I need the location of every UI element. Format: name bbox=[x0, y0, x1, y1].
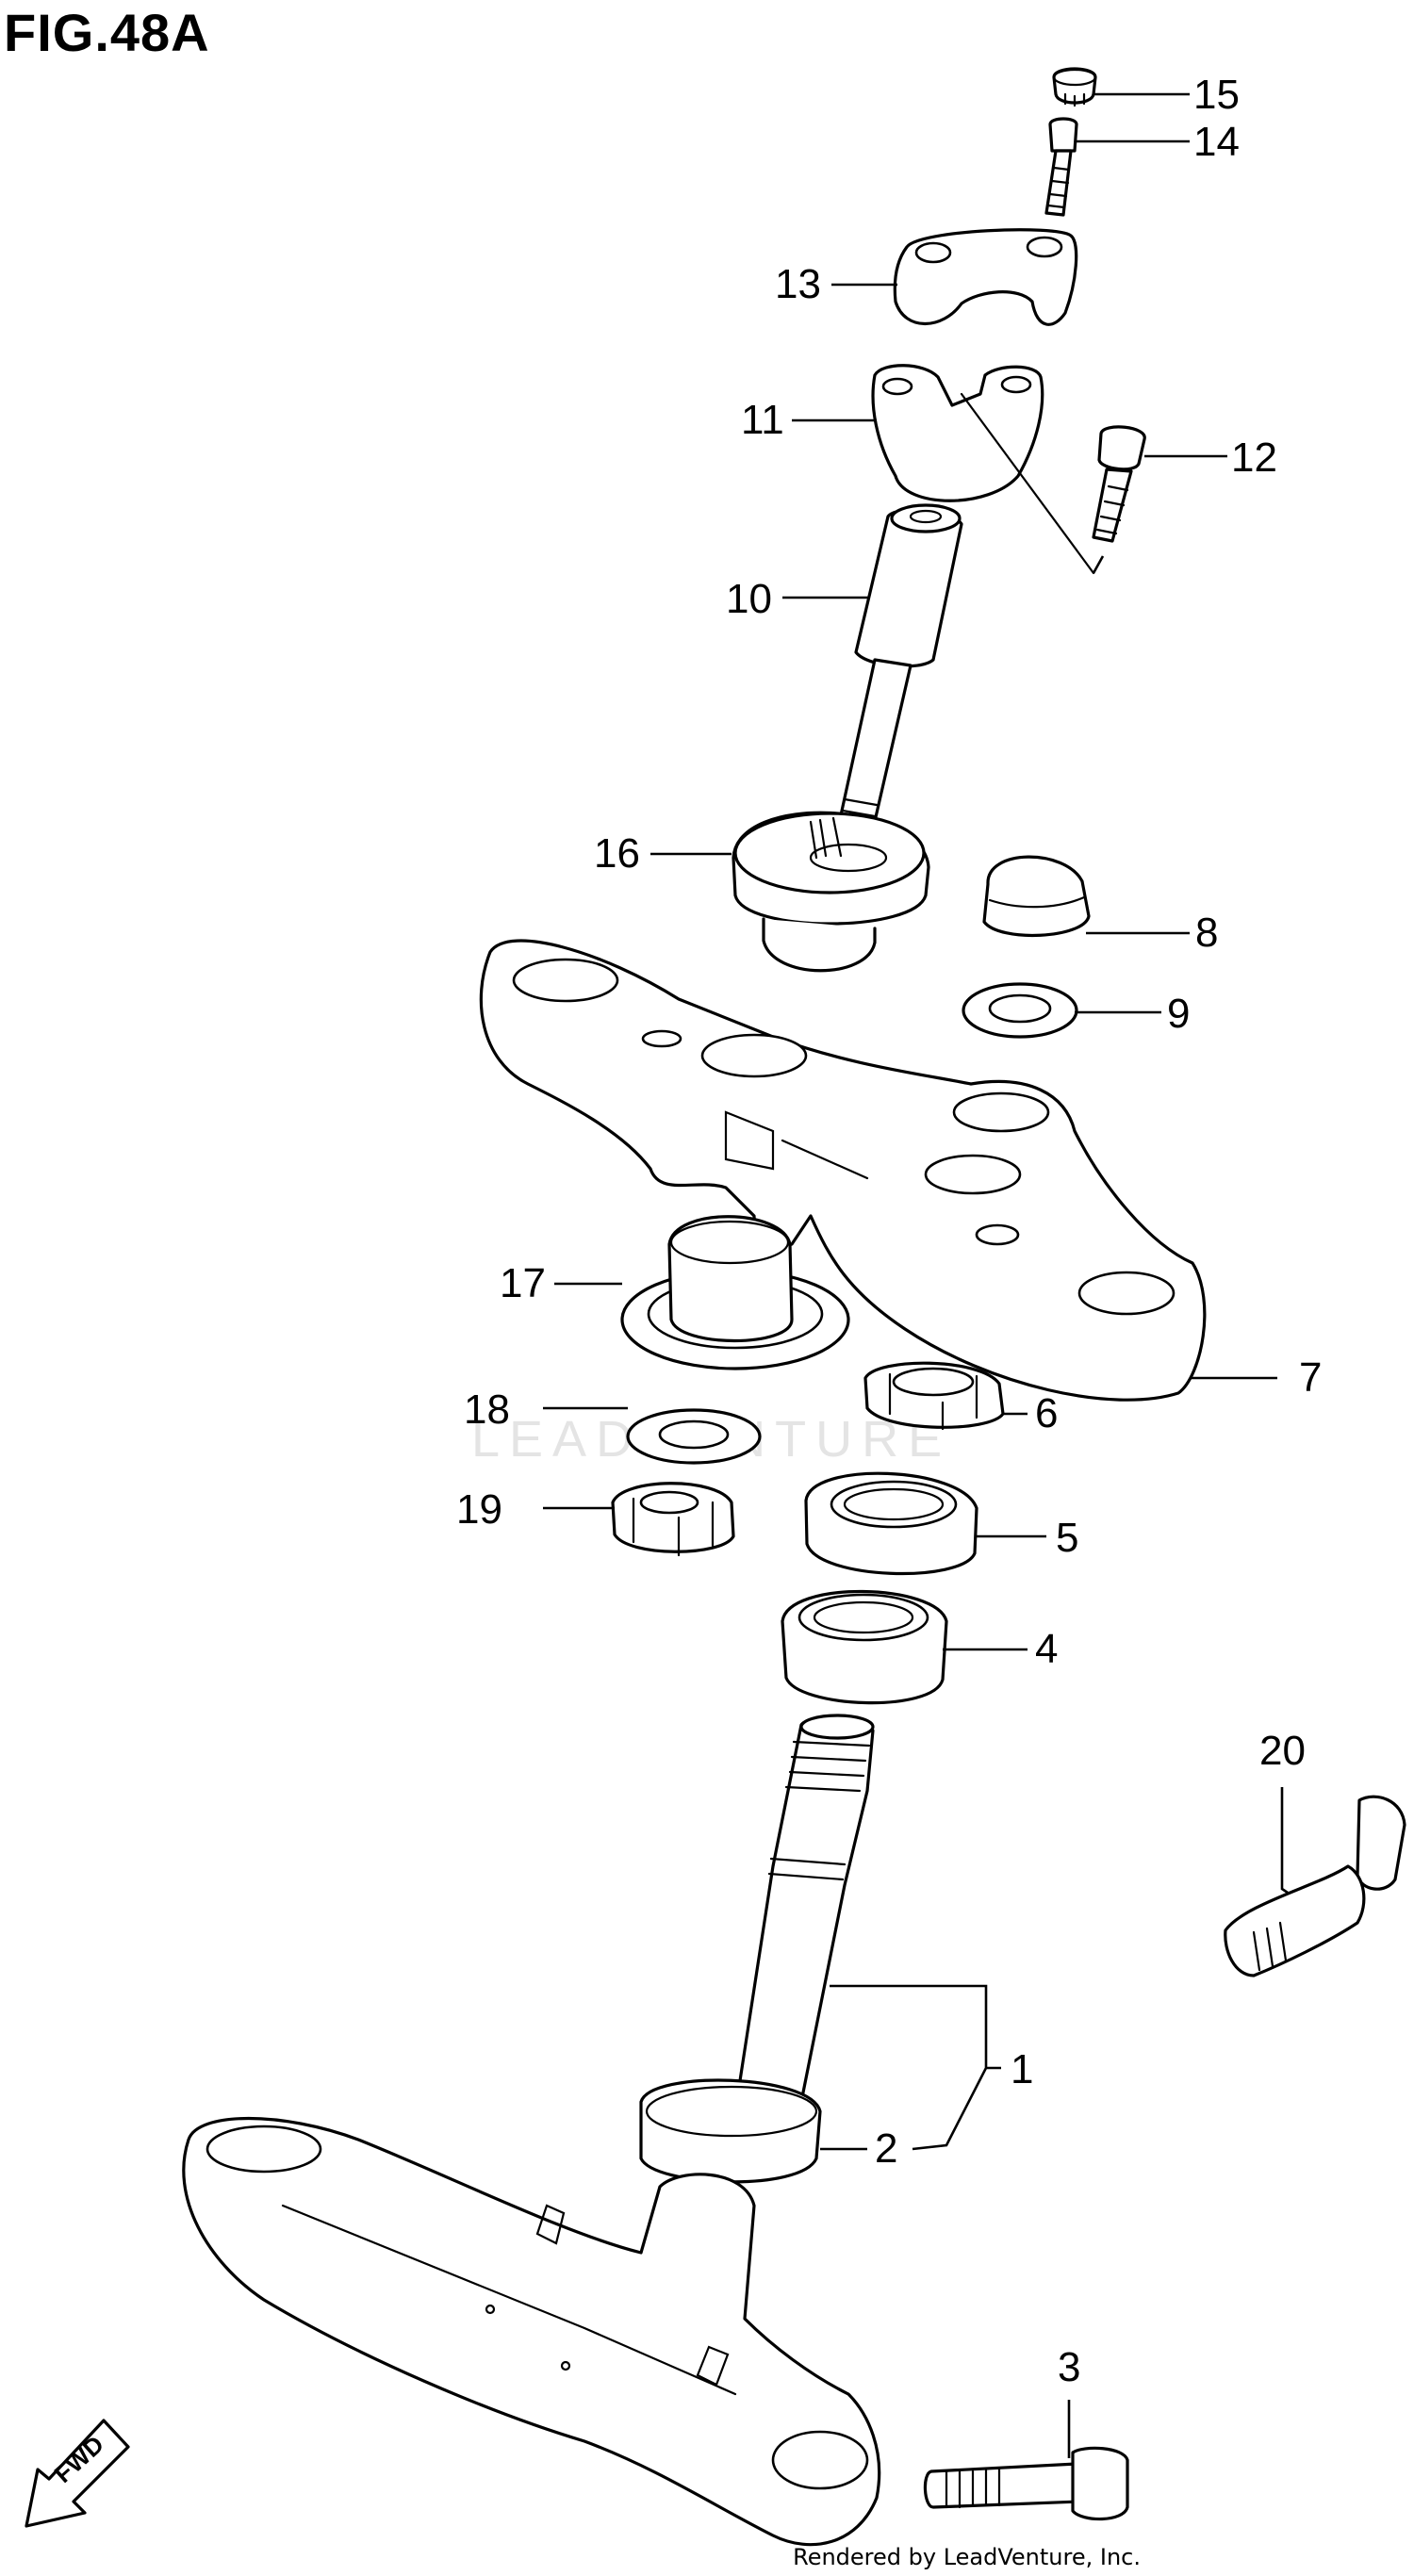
part-1-lower-bracket[interactable] bbox=[182, 2117, 881, 2547]
callout-16: 16 bbox=[594, 830, 640, 877]
callout-10: 10 bbox=[726, 576, 772, 622]
callout-1: 1 bbox=[1011, 2046, 1033, 2092]
callout-20: 20 bbox=[1259, 1728, 1306, 1774]
callout-15: 15 bbox=[1193, 72, 1240, 118]
callout-9: 9 bbox=[1167, 991, 1190, 1037]
callout-8: 8 bbox=[1195, 910, 1218, 956]
callout-6: 6 bbox=[1035, 1390, 1058, 1436]
callout-18: 18 bbox=[464, 1386, 510, 1433]
part-18-washer[interactable] bbox=[626, 1408, 762, 1465]
credit-text: Rendered by LeadVenture, Inc. bbox=[793, 2544, 1141, 2570]
part-10-damper[interactable] bbox=[837, 503, 963, 831]
part-4-bearing[interactable] bbox=[781, 1589, 948, 1705]
part-12-bolt[interactable] bbox=[1092, 425, 1146, 543]
callout-12: 12 bbox=[1231, 435, 1277, 481]
part-13-handlebar-holder-upper[interactable] bbox=[893, 228, 1078, 326]
callout-3: 3 bbox=[1058, 2344, 1080, 2390]
part-9-washer[interactable] bbox=[962, 982, 1078, 1039]
part-8-cap-nut[interactable] bbox=[982, 855, 1091, 937]
part-5-seal[interactable] bbox=[804, 1471, 978, 1576]
callout-5: 5 bbox=[1056, 1515, 1078, 1561]
callout-19: 19 bbox=[456, 1486, 502, 1533]
callout-labels: 15 14 13 11 12 10 16 8 9 7 17 6 18 19 5 … bbox=[456, 72, 1322, 2390]
part-7-upper-bracket[interactable] bbox=[479, 939, 1207, 1402]
part-19-nut[interactable] bbox=[611, 1482, 735, 1557]
part-17-bearing[interactable] bbox=[620, 1215, 850, 1370]
callout-17: 17 bbox=[500, 1260, 546, 1306]
part-6-nut[interactable] bbox=[863, 1361, 1005, 1431]
part-16-mount[interactable] bbox=[732, 811, 930, 973]
figure-title: FIG.48A bbox=[4, 3, 210, 62]
callout-2: 2 bbox=[875, 2125, 897, 2172]
part-3-bolt[interactable] bbox=[923, 2446, 1129, 2521]
callout-11: 11 bbox=[741, 397, 784, 443]
callout-4: 4 bbox=[1035, 1626, 1058, 1672]
callout-14: 14 bbox=[1193, 119, 1240, 165]
part-1-steering-stem[interactable] bbox=[733, 1714, 875, 2123]
callout-13: 13 bbox=[775, 261, 821, 307]
leader-lines bbox=[543, 92, 1289, 2458]
part-2-dust-seal[interactable] bbox=[639, 2078, 822, 2184]
part-11-handlebar-holder-lower[interactable] bbox=[871, 364, 1105, 575]
part-20-steering-lock[interactable] bbox=[1224, 1795, 1406, 1977]
part-14-bolt[interactable] bbox=[1044, 117, 1078, 217]
callout-7: 7 bbox=[1299, 1354, 1322, 1401]
part-15-cap[interactable] bbox=[1052, 67, 1097, 107]
fwd-arrow-icon: FWD bbox=[25, 2419, 130, 2528]
